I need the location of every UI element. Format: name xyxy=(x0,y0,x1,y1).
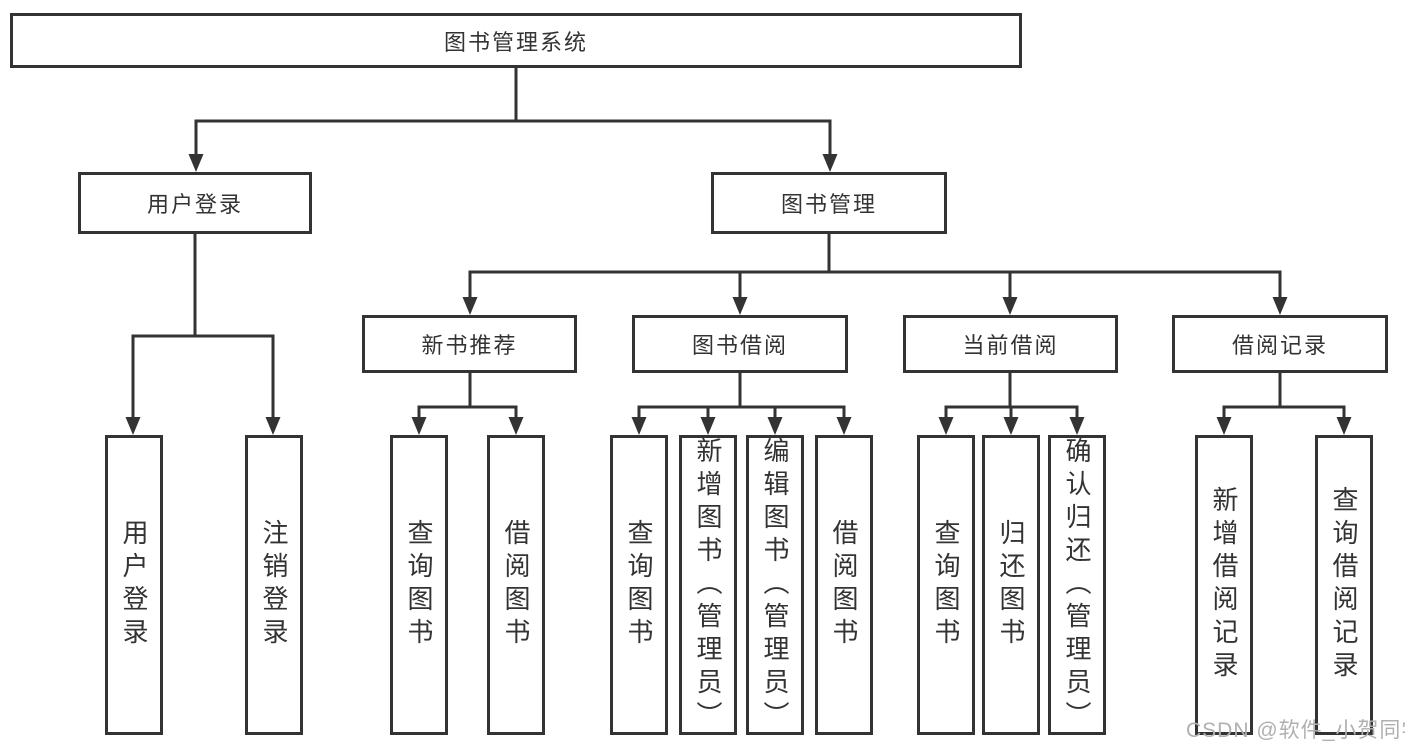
leaf-label: 用户登录 xyxy=(119,519,149,651)
leaf-logout: 注销登录 xyxy=(245,435,303,735)
leaf-confirm-return-admin: 确认归还（管理员） xyxy=(1048,435,1106,735)
node-library-system: 图书管理系统 xyxy=(10,13,1022,68)
leaf-label: 新增图书（管理员） xyxy=(693,436,723,734)
leaf-edit-books-admin: 编辑图书（管理员） xyxy=(746,435,804,735)
leaf-label: 借阅图书 xyxy=(829,519,859,651)
node-label: 图书管理 xyxy=(780,192,877,217)
leaf-user-login: 用户登录 xyxy=(105,435,163,735)
leaf-label: 查询图书 xyxy=(931,519,961,651)
node-label: 当前借阅 xyxy=(962,333,1059,358)
node-label: 用户登录 xyxy=(146,192,243,217)
leaf-query-books-current: 查询图书 xyxy=(917,435,975,735)
node-book-management: 图书管理 xyxy=(711,172,947,234)
leaf-add-borrow-record: 新增借阅记录 xyxy=(1195,435,1253,735)
leaf-label: 确认归还（管理员） xyxy=(1062,436,1092,734)
leaf-label: 查询借阅记录 xyxy=(1329,486,1359,684)
csdn-watermark: CSDN @软件_小贺同学 xyxy=(1186,719,1405,742)
arrowhead-icons xyxy=(125,154,1352,435)
leaf-label: 注销登录 xyxy=(259,519,289,651)
leaf-label: 查询图书 xyxy=(404,519,434,651)
node-label: 图书借阅 xyxy=(691,333,788,358)
leaf-return-books: 归还图书 xyxy=(982,435,1040,735)
leaf-label: 查询图书 xyxy=(624,519,654,651)
leaf-query-books-borrowing: 查询图书 xyxy=(610,435,668,735)
node-book-borrowing: 图书借阅 xyxy=(632,315,848,373)
leaf-label: 借阅图书 xyxy=(501,519,531,651)
node-user-login: 用户登录 xyxy=(78,172,312,234)
leaf-query-borrow-record: 查询借阅记录 xyxy=(1315,435,1373,735)
node-label: 新书推荐 xyxy=(421,333,518,358)
leaf-add-books-admin: 新增图书（管理员） xyxy=(679,435,737,735)
leaf-borrow-books-recommend: 借阅图书 xyxy=(487,435,545,735)
node-borrowing-records: 借阅记录 xyxy=(1172,315,1388,373)
leaf-query-books-recommend: 查询图书 xyxy=(390,435,448,735)
node-label: 借阅记录 xyxy=(1231,333,1328,358)
leaf-label: 新增借阅记录 xyxy=(1209,486,1239,684)
node-current-borrowing: 当前借阅 xyxy=(903,315,1118,373)
node-label: 图书管理系统 xyxy=(443,29,588,55)
leaf-label: 编辑图书（管理员） xyxy=(760,436,790,734)
leaf-borrow-books-borrowing: 借阅图书 xyxy=(815,435,873,735)
node-new-book-recommend: 新书推荐 xyxy=(362,315,577,373)
leaf-label: 归还图书 xyxy=(996,519,1026,651)
